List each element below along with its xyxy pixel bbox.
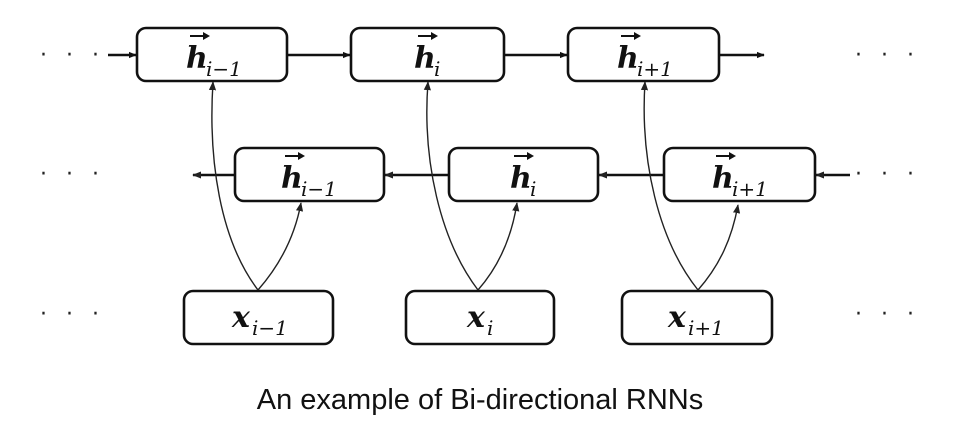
forward-state-subscript: i+1 (637, 57, 673, 81)
forward-state-node: h i−1 (135, 26, 289, 83)
input-subscript: i (487, 316, 493, 340)
backward-state-symbol: h (510, 161, 532, 196)
input-node: x i−1 (182, 289, 335, 346)
forward-state-subscript: i (434, 57, 440, 81)
backward-state-subscript: i−1 (301, 177, 337, 201)
input-symbol: x (466, 300, 486, 335)
forward-state-subscript: i−1 (206, 57, 242, 81)
forward-state-node: h i (349, 26, 506, 83)
input-subscript: i+1 (688, 316, 724, 340)
backward-state-node: h i+1 (662, 146, 817, 203)
input-to-backward-curve-1 (257, 202, 304, 291)
forward-state-symbol: h (186, 41, 208, 76)
ellipsis-bottom-right: · · · (855, 302, 920, 327)
figure-caption: An example of Bi-directional RNNs (256, 384, 704, 416)
backward-state-node: h i−1 (233, 146, 386, 203)
input-symbol: x (231, 300, 251, 335)
forward-state-symbol: h (414, 41, 436, 76)
input-to-backward-curve-3 (697, 204, 741, 291)
input-to-backward-curve-2 (477, 202, 520, 291)
backward-state-subscript: i+1 (732, 177, 768, 201)
backward-state-subscript: i (530, 177, 536, 201)
ellipsis-top-right: · · · (855, 43, 920, 68)
backward-state-symbol: h (712, 161, 734, 196)
input-to-forward-curve-2 (423, 81, 479, 291)
input-node: x i+1 (620, 289, 774, 346)
ellipsis-mid-right: · · · (855, 162, 920, 187)
input-symbol: x (667, 300, 687, 335)
forward-state-node: h i+1 (566, 26, 721, 83)
input-to-forward-curve-3 (640, 81, 699, 291)
input-node: x i (404, 289, 556, 346)
ellipsis-mid-left: · · · (40, 162, 105, 187)
forward-state-symbol: h (617, 41, 639, 76)
input-to-forward-curve-1 (208, 81, 259, 291)
input-subscript: i−1 (252, 316, 288, 340)
backward-state-symbol: h (281, 161, 303, 196)
backward-state-node: h i (447, 146, 600, 203)
ellipsis-bottom-left: · · · (40, 302, 105, 327)
ellipsis-top-left: · · · (40, 43, 105, 68)
